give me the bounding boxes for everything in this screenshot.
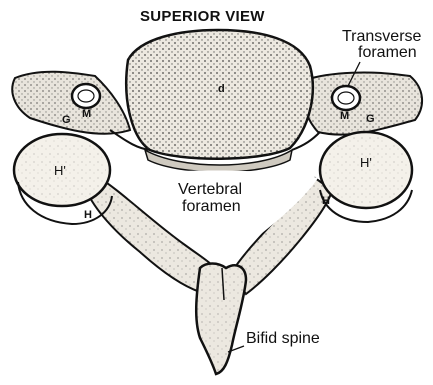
right-g-label: G [366,114,375,125]
right-h-label: H [322,196,330,207]
left-h-label: H [84,210,92,221]
left-m-label: M [82,109,91,120]
bifid-spine-label: Bifid spine [246,331,320,347]
right-facet-h-prime-label: H' [360,156,372,169]
vertebral-foramen-label-line2: foramen [182,199,241,215]
right-m-label: M [340,111,349,122]
left-transverse-foramen [72,84,100,108]
transverse-foramen-label-line2: foramen [358,45,417,61]
right-transverse-foramen [332,86,360,110]
left-g-label: G [62,115,71,126]
left-facet-h-prime-label: H' [54,164,66,177]
vertebral-foramen-label-line1: Vertebral [178,182,242,198]
figure-title: SUPERIOR VIEW [140,9,265,24]
vertebral-body-d-label: d [218,84,225,95]
transverse-foramen-label-line1: Transverse [342,29,421,45]
